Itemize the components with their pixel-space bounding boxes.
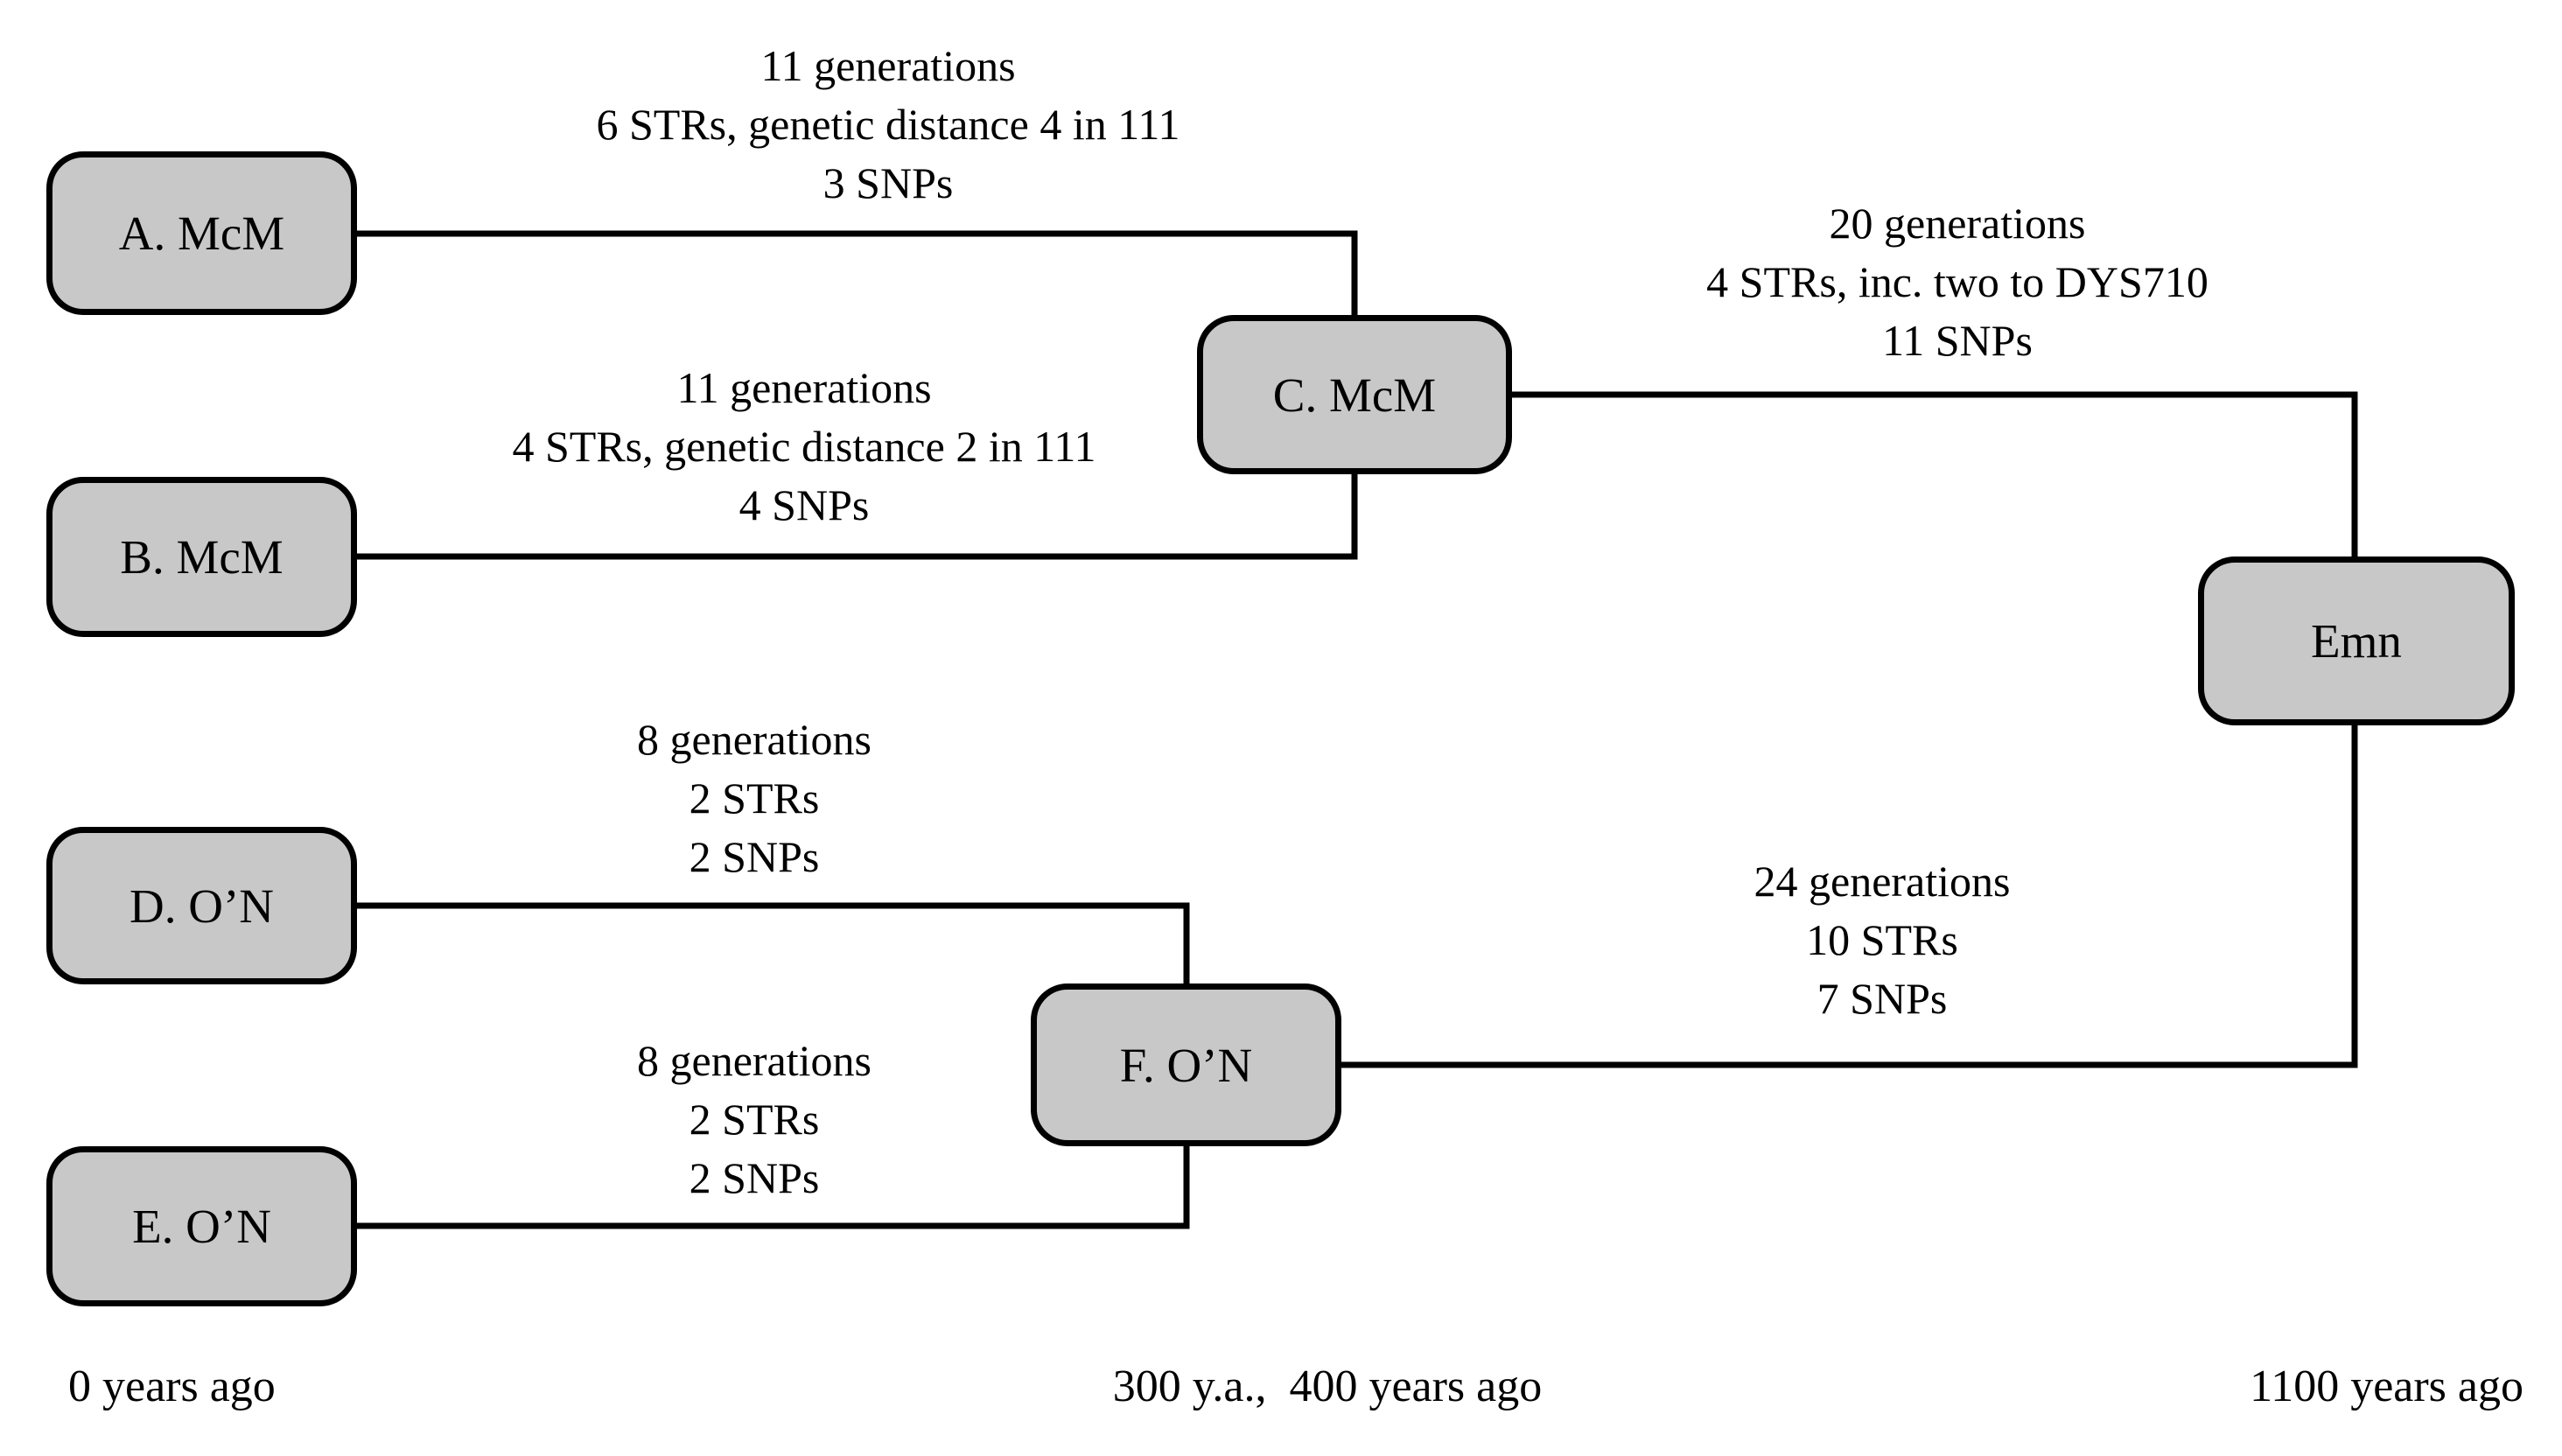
node-f-on: F. O’N (1031, 984, 1341, 1146)
edge-label-b-to-c: 11 generations 4 STRs, genetic distance … (512, 359, 1096, 535)
edge-a-snps: 3 SNPs (822, 158, 954, 207)
edge-d-snps: 2 SNPs (689, 832, 820, 881)
edge-b-snps: 4 SNPs (738, 480, 870, 529)
edge-a-generations: 11 generations (760, 41, 1016, 90)
edge-f-strs: 10 STRs (1806, 915, 1958, 964)
edge-d-strs: 2 STRs (689, 774, 820, 822)
edge-b-to-c-line (357, 474, 1358, 560)
edge-label-a-to-c: 11 generations 6 STRs, genetic distance … (596, 37, 1180, 213)
node-b-mcm: B. McM (46, 477, 357, 637)
edge-label-d-to-f: 8 generations 2 STRs 2 SNPs (637, 710, 872, 886)
timeline-0-years-ago: 0 years ago (68, 1362, 276, 1411)
edge-f-snps: 7 SNPs (1816, 974, 1948, 1023)
edge-c-generations: 20 generations (1829, 199, 2086, 248)
edge-f-to-emn-line (1341, 725, 2358, 1068)
edge-label-c-to-emn: 20 generations 4 STRs, inc. two to DYS71… (1706, 194, 2208, 370)
edge-e-generations: 8 generations (637, 1036, 872, 1085)
edge-c-strs: 4 STRs, inc. two to DYS710 (1706, 257, 2208, 306)
edge-label-f-to-emn: 24 generations 10 STRs 7 SNPs (1754, 852, 2011, 1028)
node-emn: Emn (2198, 556, 2515, 725)
edge-c-to-emn-line (1512, 391, 2358, 556)
node-e-on: E. O’N (46, 1146, 357, 1306)
edge-b-generations: 11 generations (676, 363, 932, 412)
edge-a-to-c-line (357, 230, 1358, 315)
edge-f-generations: 24 generations (1754, 857, 2011, 906)
node-d-on: D. O’N (46, 827, 357, 984)
node-a-mcm: A. McM (46, 151, 357, 315)
edge-e-strs: 2 STRs (689, 1095, 820, 1144)
timeline-300-400-years-ago: 300 y.a., 400 years ago (1112, 1362, 1543, 1411)
edge-e-snps: 2 SNPs (689, 1153, 820, 1202)
edge-d-generations: 8 generations (637, 715, 872, 764)
edge-d-to-f-line (357, 902, 1190, 984)
edge-e-to-f-line (357, 1146, 1190, 1229)
edge-b-strs: 4 STRs, genetic distance 2 in 111 (512, 422, 1096, 471)
node-c-mcm: C. McM (1197, 315, 1512, 474)
timeline-1100-years-ago: 1100 years ago (2250, 1362, 2524, 1411)
edge-label-e-to-f: 8 generations 2 STRs 2 SNPs (637, 1032, 872, 1208)
edge-a-strs: 6 STRs, genetic distance 4 in 111 (596, 100, 1180, 149)
edge-c-snps: 11 SNPs (1882, 316, 2033, 365)
